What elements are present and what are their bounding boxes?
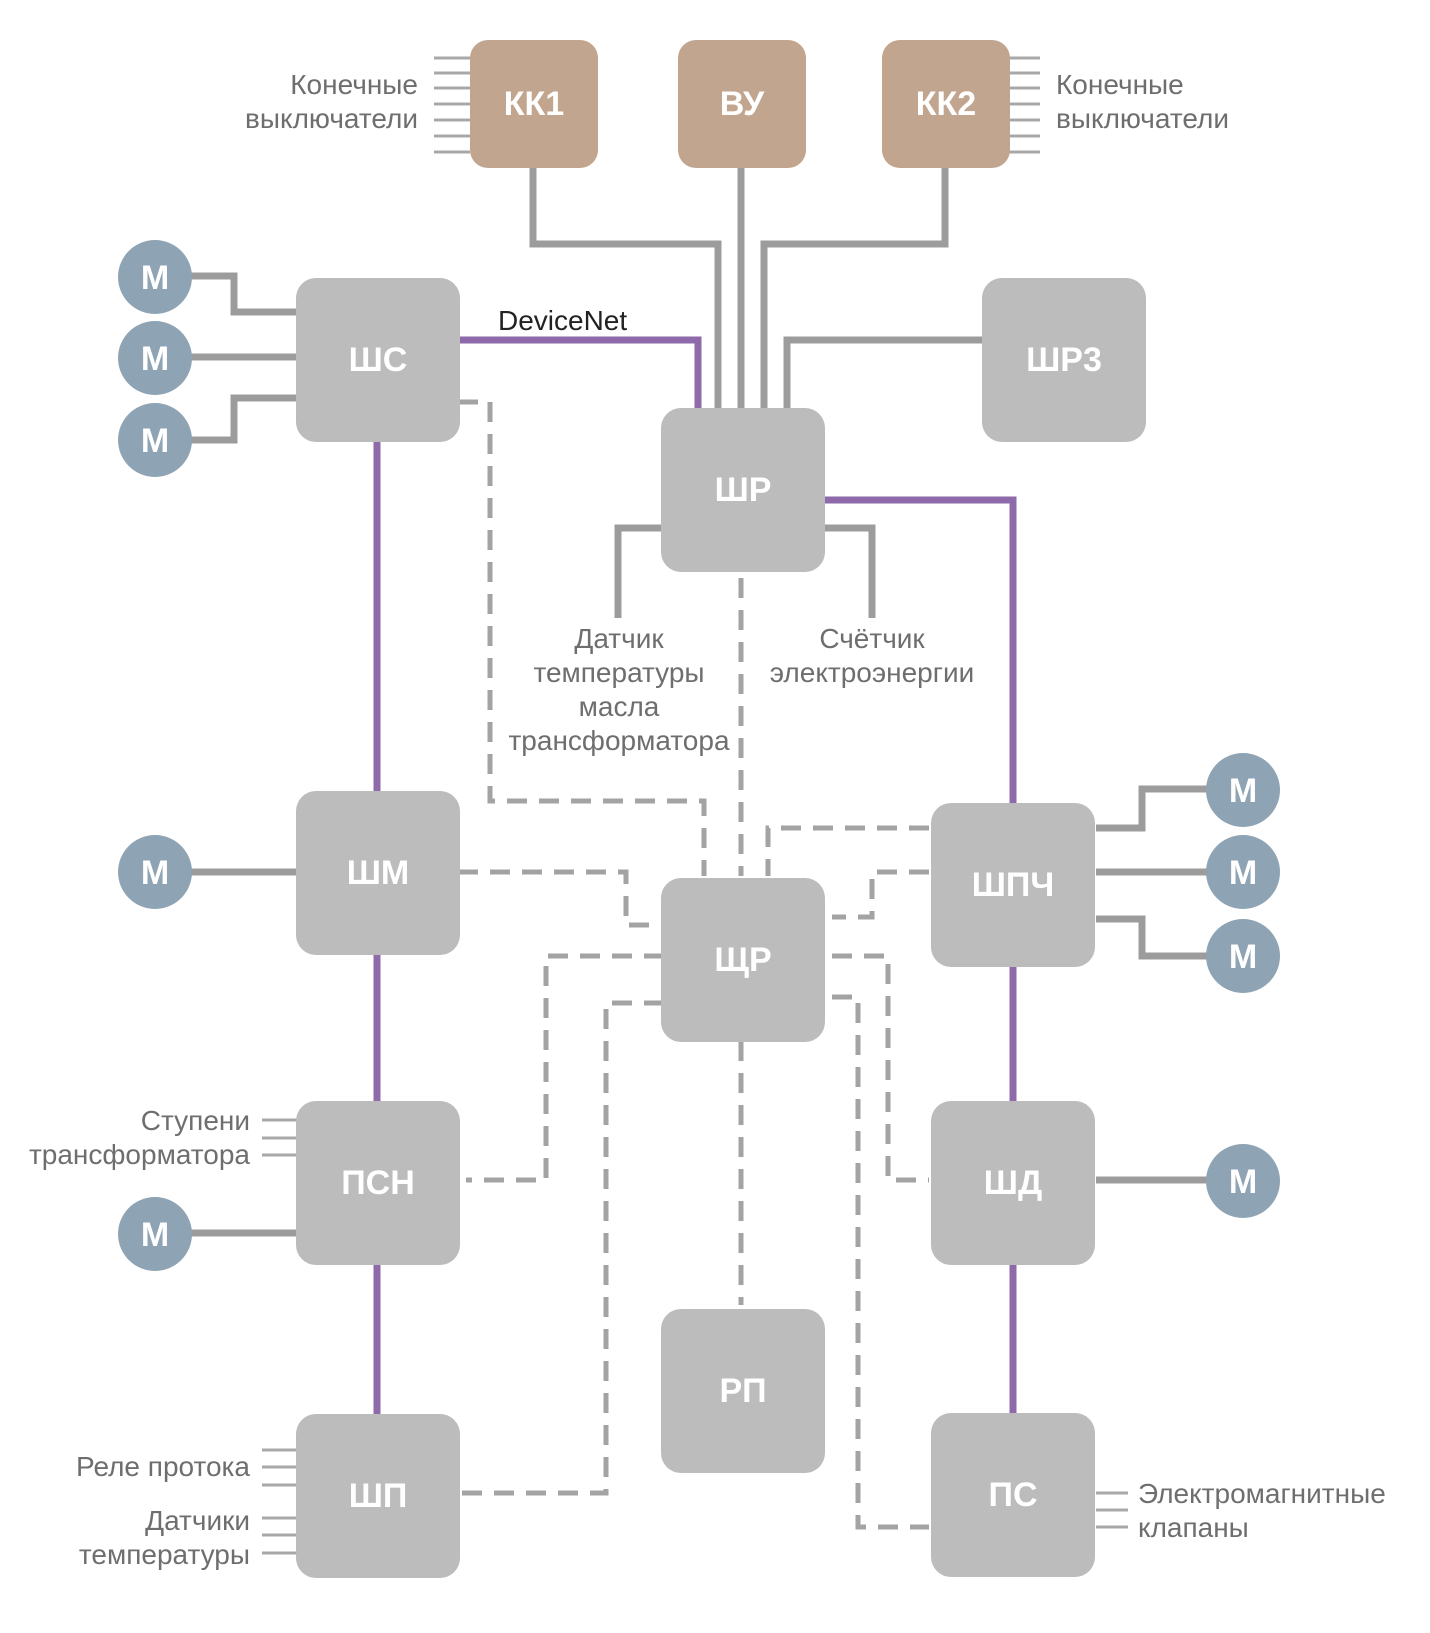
shp-label: ШП	[349, 1477, 408, 1515]
shm-label: ШМ	[347, 854, 410, 892]
motor-label: М	[141, 854, 169, 892]
valves-line1: Электромагнитные	[1138, 1478, 1386, 1509]
shd-box: ШД	[931, 1101, 1095, 1265]
shs-label: ШС	[349, 341, 408, 379]
kk2-box: КК2	[882, 40, 1010, 168]
temp-sensor-line3: масла	[579, 691, 660, 722]
rp-label: РП	[719, 1372, 766, 1410]
dashed-connections	[458, 399, 929, 1530]
shpch-box: ШПЧ	[931, 803, 1095, 967]
shm-box: ШМ	[296, 791, 460, 955]
motor-shpch-3: М	[1206, 919, 1280, 993]
shpch-label: ШПЧ	[972, 866, 1055, 904]
temp-sensors-line1: Датчики	[145, 1505, 250, 1536]
shr3-label: ШР3	[1026, 341, 1102, 379]
motor-shd: М	[1206, 1144, 1280, 1218]
shd-label: ШД	[984, 1164, 1042, 1202]
motor-shpch-1: М	[1206, 753, 1280, 827]
devicenet-label: DeviceNet	[498, 305, 627, 336]
shp-box: ШП	[296, 1414, 460, 1578]
temp-sensor-line4: трансформатора	[508, 725, 729, 756]
shr-top-label: ШР	[715, 471, 772, 509]
motor-label: М	[141, 422, 169, 460]
vu-box: ВУ	[678, 40, 806, 168]
motor-label: М	[1229, 1163, 1257, 1201]
kk1-box: КК1	[470, 40, 598, 168]
rp-box: РП	[661, 1309, 825, 1473]
shchr-box: ЩР	[661, 878, 825, 1042]
transformer-steps-line2: трансформатора	[29, 1139, 250, 1170]
shchr-label: ЩР	[714, 941, 771, 979]
motor-shs-1: М	[118, 240, 192, 314]
shr3-box: ШР3	[982, 278, 1146, 442]
ps-label: ПС	[989, 1476, 1038, 1514]
temp-sensor-line2: температуры	[533, 657, 704, 688]
temp-sensor-line1: Датчик	[574, 623, 664, 654]
limit-switches-right-line1: Конечные	[1056, 69, 1184, 100]
devicenet-connections	[373, 336, 1017, 1417]
energy-meter-line2: электроэнергии	[770, 657, 975, 688]
motor-shm: М	[118, 835, 192, 909]
transformer-steps-line1: Ступени	[141, 1105, 250, 1136]
valves-line2: клапаны	[1138, 1512, 1249, 1543]
motor-label: М	[1229, 938, 1257, 976]
motor-shs-3: М	[118, 403, 192, 477]
motor-label: М	[141, 1216, 169, 1254]
psn-box: ПСН	[296, 1101, 460, 1265]
motor-psn: М	[118, 1197, 192, 1271]
motor-shpch-2: М	[1206, 835, 1280, 909]
energy-meter-line1: Счётчик	[819, 623, 925, 654]
tick-marks	[262, 56, 1128, 1555]
vu-label: ВУ	[720, 85, 765, 123]
motor-label: М	[1229, 772, 1257, 810]
motor-label: М	[1229, 854, 1257, 892]
limit-switches-left-line1: Конечные	[290, 69, 418, 100]
temp-sensors-line2: температуры	[79, 1539, 250, 1570]
ps-box: ПС	[931, 1413, 1095, 1577]
motor-shs-2: М	[118, 321, 192, 395]
motor-label: М	[141, 259, 169, 297]
shr-top-box: ШР	[661, 408, 825, 572]
limit-switches-left-line2: выключатели	[245, 103, 418, 134]
motor-label: М	[141, 340, 169, 378]
kk1-label: КК1	[504, 85, 564, 123]
kk2-label: КК2	[916, 85, 976, 123]
psn-label: ПСН	[341, 1164, 415, 1202]
shs-box: ШС	[296, 278, 460, 442]
flow-relay-label: Реле протока	[76, 1451, 250, 1482]
limit-switches-right-line2: выключатели	[1056, 103, 1229, 134]
